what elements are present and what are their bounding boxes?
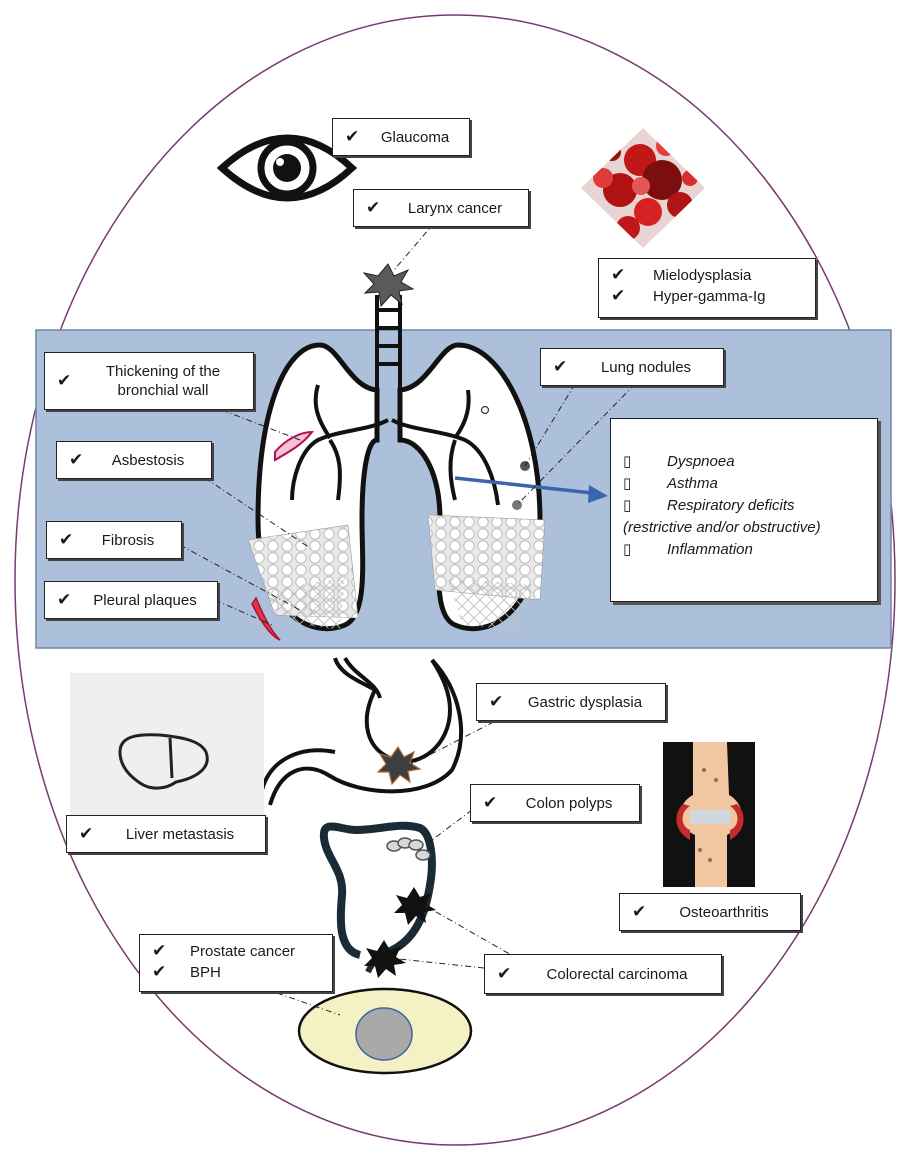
check-icon: ✔ [345,128,371,147]
check-icon: ✔ [366,199,392,218]
symptom-bullet: ▯ [623,473,667,495]
label-blood-disorders: ✔ Mielodysplasia ✔ Hyper-gamma-Ig [598,258,816,318]
label-text: Asbestosis [95,451,201,470]
label-colorectal-carcinoma: ✔ Colorectal carcinoma [484,954,722,994]
label-text: Prostate cancer [178,942,322,961]
check-icon: ✔ [632,903,658,922]
check-icon: ✔ [489,693,515,712]
label-line1: Thickening of the [83,362,243,381]
check-icon: ✔ [611,287,637,306]
label-pleural-plaques: ✔ Pleural plaques [44,581,218,619]
label-text: Lung nodules [579,358,713,377]
label-text: Gastric dysplasia [515,693,655,712]
larynx-tumor-icon [364,264,413,306]
symptom-text: Asthma [667,473,718,495]
label-text: Glaucoma [371,128,459,147]
symptom-bullet: ▯ [623,495,667,517]
symptom-bullet: ▯ [623,539,667,561]
label-larynx-cancer: ✔ Larynx cancer [353,189,529,227]
colon-polyps-icon [387,838,430,860]
label-text: Thickening of the bronchial wall [83,362,243,400]
label-thickening-bronchial-wall: ✔ Thickening of the bronchial wall [44,352,254,410]
label-text: Osteoarthritis [658,903,790,922]
symptom-row: ▯ Respiratory deficits [623,495,867,517]
label-text: Pleural plaques [83,591,207,610]
check-icon: ✔ [483,794,509,813]
check-icon: ✔ [59,531,85,550]
label-text: BPH [178,963,322,982]
gastric-tumor-icon [378,747,420,784]
symptom-row: ▯ Inflammation [623,539,867,561]
symptom-text: Dyspnoea [667,451,735,473]
symptom-row: ▯ Dyspnoea [623,451,867,473]
check-icon: ✔ [152,963,178,982]
check-icon: ✔ [497,965,523,984]
check-icon: ✔ [553,358,579,377]
stomach-icon [262,658,461,805]
label-colon-polyps: ✔ Colon polyps [470,784,640,822]
label-text: Mielodysplasia [637,266,805,285]
label-lung-nodules: ✔ Lung nodules [540,348,724,386]
check-icon: ✔ [611,266,637,285]
label-line2: bronchial wall [83,381,243,400]
symptom-text: Inflammation [667,539,753,561]
check-icon: ✔ [57,591,83,610]
label-glaucoma: ✔ Glaucoma [332,118,470,156]
label-text: Liver metastasis [105,825,255,844]
label-fibrosis: ✔ Fibrosis [46,521,182,559]
check-icon: ✔ [69,451,95,470]
check-icon: ✔ [57,372,83,391]
symptom-text: Respiratory deficits [667,495,795,517]
check-icon: ✔ [152,942,178,961]
symptom-bullet: ▯ [623,451,667,473]
label-text: Colorectal carcinoma [523,965,711,984]
label-prostate: ✔ Prostate cancer ✔ BPH [139,934,333,992]
label-osteoarthritis: ✔ Osteoarthritis [619,893,801,931]
symptom-note: (restrictive and/or obstructive) [623,517,867,539]
label-asbestosis: ✔ Asbestosis [56,441,212,479]
label-liver-metastasis: ✔ Liver metastasis [66,815,266,853]
label-text: Larynx cancer [392,199,518,218]
label-text: Fibrosis [85,531,171,550]
label-text: Colon polyps [509,794,629,813]
symptom-row: ▯ Asthma [623,473,867,495]
knee-joint-icon [663,742,755,887]
label-text: Hyper-gamma-Ig [637,287,805,306]
bladder-prostate-icon [299,989,471,1073]
check-icon: ✔ [79,825,105,844]
label-gastric-dysplasia: ✔ Gastric dysplasia [476,683,666,721]
respiratory-symptoms-box: ▯ Dyspnoea ▯ Asthma ▯ Respiratory defici… [610,418,878,602]
blood-cells-icon [581,128,705,248]
